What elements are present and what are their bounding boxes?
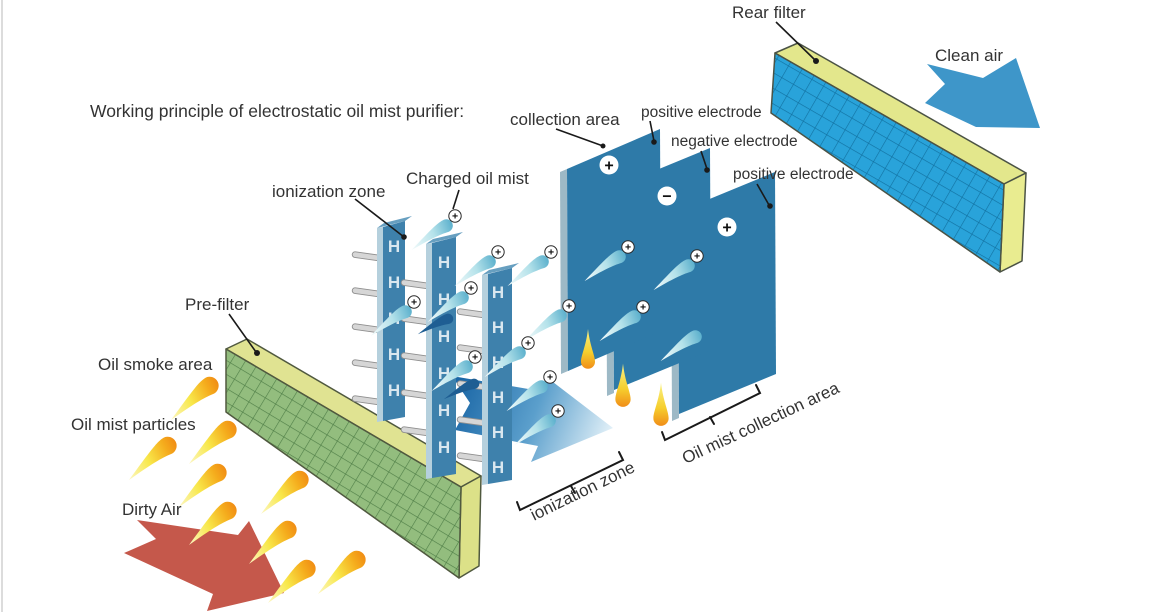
ionizer-bar-face	[488, 268, 512, 484]
label-positive-electrode-2: positive electrode	[733, 166, 854, 183]
dirty-air-arrow	[124, 520, 284, 611]
rear-filter-mesh-face	[770, 52, 1005, 273]
polarity-symbol: +	[604, 158, 613, 175]
plus-charge-symbol: +	[525, 338, 531, 350]
ionizer-letter: H	[492, 458, 504, 477]
ionizer-bar-edge	[482, 274, 488, 485]
plus-charge-badge: +	[636, 300, 650, 314]
label-ionization-zone-bottom: ionization zone	[527, 458, 637, 525]
polarity-symbol: +	[722, 220, 731, 237]
plus-charge-symbol: +	[694, 251, 700, 263]
label-dirty-air: Dirty Air	[122, 500, 182, 519]
ionizer-bar-edge	[377, 227, 383, 422]
ionizer-bar-top-face	[377, 216, 412, 228]
pre-filter-mesh-face	[225, 348, 462, 579]
oil-mist-collection-bracket	[661, 384, 762, 442]
polarity-badge-positive-1: +	[599, 155, 619, 175]
plus-charge-symbol: +	[495, 247, 501, 259]
plus-charge-badge: +	[521, 336, 535, 350]
polarity-symbol: −	[662, 189, 671, 206]
plus-charge-badge: +	[551, 404, 565, 418]
label-positive-electrode-1: positive electrode	[641, 104, 762, 121]
pre-filter-end-face	[458, 475, 482, 579]
plus-charge-symbol: +	[452, 211, 458, 223]
discharge-pin	[400, 352, 431, 363]
oil-mist-comet	[308, 547, 371, 595]
ionizer-bar-face	[432, 237, 456, 478]
ionizer-letter: H	[438, 253, 450, 272]
plus-charge-symbol: +	[547, 372, 553, 384]
plus-charge-badge: +	[464, 281, 478, 295]
ionizer-letter: H	[438, 327, 450, 346]
plus-charge-symbol: +	[411, 297, 417, 309]
screen-edge-line	[1, 0, 3, 612]
plus-charge-symbol: +	[548, 247, 554, 259]
plus-charge-badge: +	[621, 240, 635, 254]
discharge-pin	[400, 279, 431, 290]
discharge-pin	[351, 251, 382, 262]
ionizer-letter: H	[388, 381, 400, 400]
plus-charge-symbol: +	[566, 301, 572, 313]
clean-air-arrow	[925, 58, 1040, 128]
plus-charge-badge: +	[544, 245, 558, 259]
ionizer-letter: H	[492, 318, 504, 337]
ionizer-bar-top-face	[482, 263, 519, 275]
label-oil-smoke-area: Oil smoke area	[98, 355, 213, 374]
label-rear-filter: Rear filter	[732, 3, 806, 22]
label-oil-mist-particles: Oil mist particles	[71, 415, 196, 434]
discharge-pin	[351, 287, 382, 298]
plus-charge-symbol: +	[472, 352, 478, 364]
ionizer-bar-top-face	[426, 232, 463, 244]
ionizer-letter: H	[492, 388, 504, 407]
polarity-badge-positive-2: +	[717, 217, 737, 237]
zone-brackets	[516, 384, 762, 512]
ionizer-letter: H	[492, 283, 504, 302]
label-pre-filter: Pre-filter	[185, 295, 250, 314]
ionizer-letter: H	[492, 423, 504, 442]
leader-lines	[228, 21, 819, 356]
plus-charge-badge: +	[562, 299, 576, 313]
discharge-pin	[456, 308, 487, 319]
ionization-zone-bracket	[516, 451, 625, 512]
discharge-pin	[456, 452, 487, 463]
ionizer-letter: H	[438, 438, 450, 457]
label-collection-area: collection area	[510, 110, 620, 129]
label-negative-electrode: negative electrode	[671, 133, 798, 150]
plus-charge-symbol: +	[640, 302, 646, 314]
charged-mist-particles: + + + + + + + + + + + + +	[364, 209, 706, 446]
ionizer-letter: H	[438, 401, 450, 420]
rear-filter-slab	[770, 42, 1027, 273]
discharge-pin	[400, 389, 431, 400]
label-clean-air: Clean air	[935, 46, 1003, 65]
plus-charge-symbol: +	[468, 283, 474, 295]
collected-oil-droplet	[653, 382, 669, 426]
plus-charge-badge: +	[543, 370, 557, 384]
plus-charge-symbol: +	[555, 406, 561, 418]
page-title: Working principle of electrostatic oil m…	[90, 101, 464, 121]
plus-charge-badge: +	[468, 350, 482, 364]
pre-filter-slab	[225, 338, 482, 579]
label-charged-oil-mist: Charged oil mist	[406, 169, 529, 188]
plus-charge-badge: +	[690, 249, 704, 263]
plus-charge-badge: +	[407, 295, 421, 309]
polarity-badge-negative: −	[657, 186, 677, 206]
ionizer-letter: H	[388, 345, 400, 364]
ionizer-bar-edge	[426, 243, 432, 479]
plus-charge-badge: +	[491, 245, 505, 259]
plus-charge-badge: +	[448, 209, 462, 223]
oil-mist-comet	[251, 467, 314, 515]
ionizer-letter: H	[388, 273, 400, 292]
oil-mist-comet	[161, 373, 224, 421]
ionizer-letter: H	[388, 237, 400, 256]
plus-charge-symbol: +	[625, 242, 631, 254]
label-ionization-zone-top: ionization zone	[272, 182, 385, 201]
discharge-pin	[351, 359, 382, 370]
oil-mist-comet	[119, 433, 182, 481]
